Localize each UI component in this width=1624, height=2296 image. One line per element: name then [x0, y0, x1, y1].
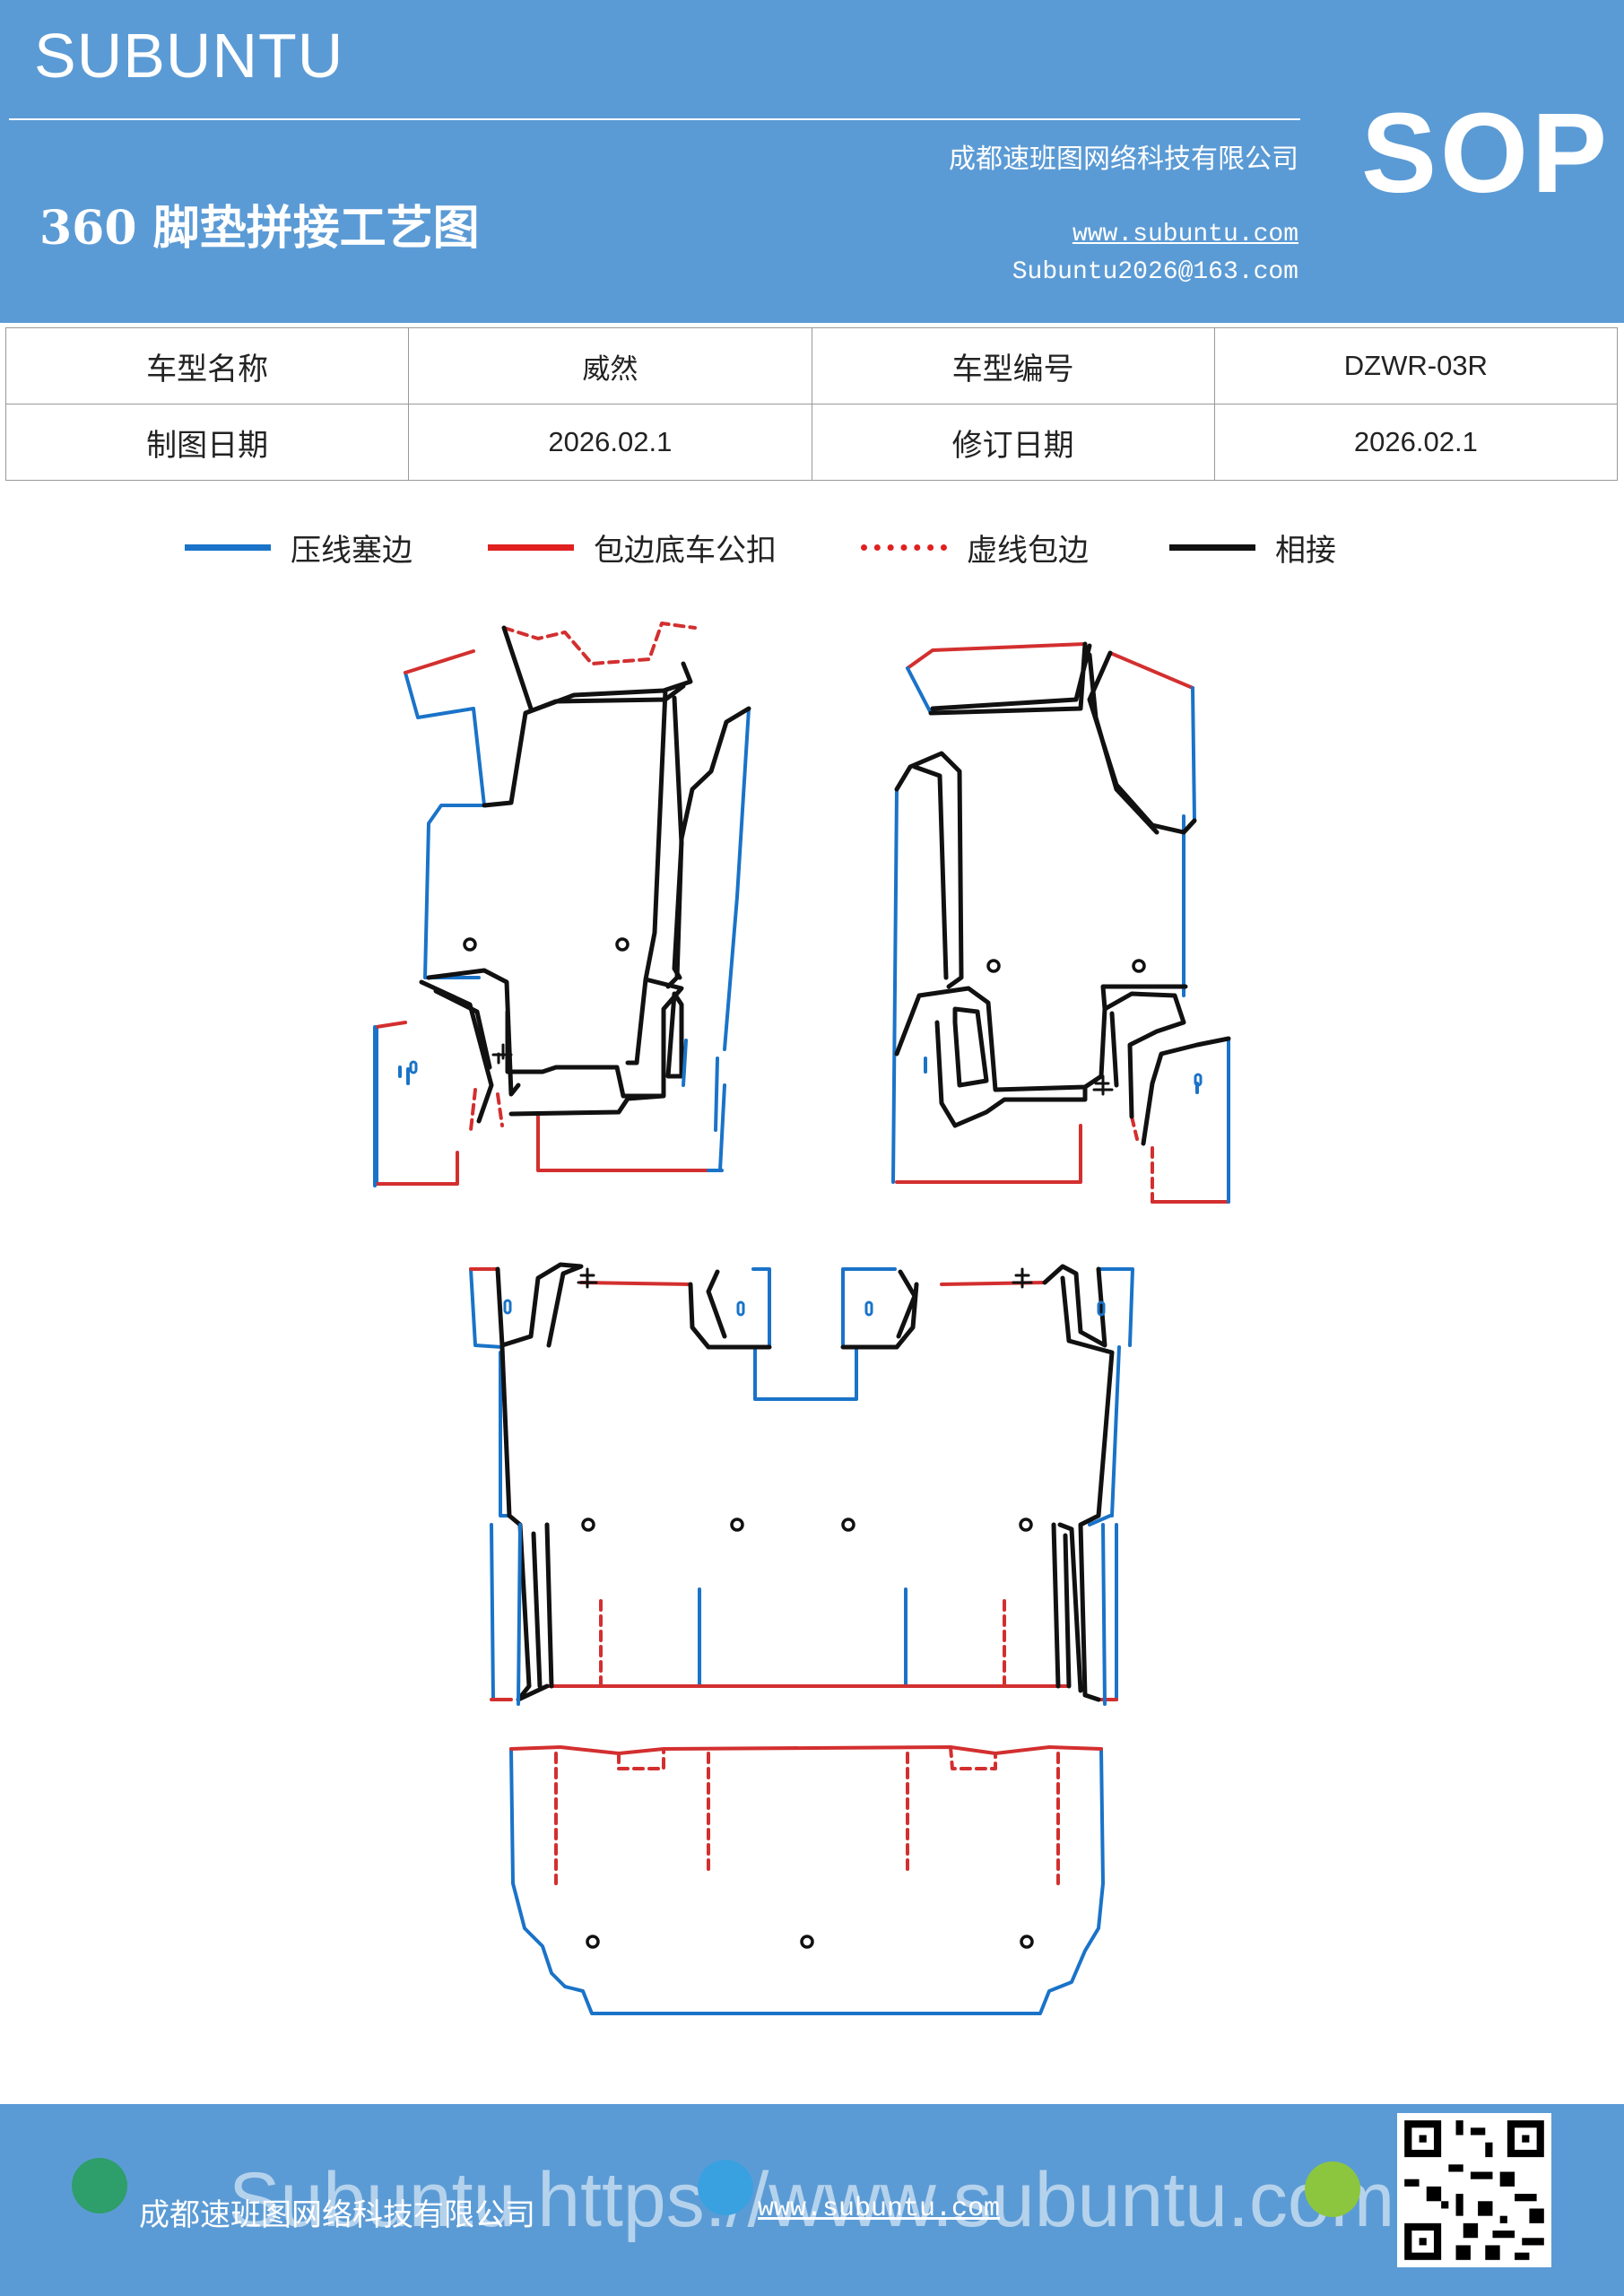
slot-marks: [409, 1060, 1203, 1317]
legend-swatch: [185, 544, 271, 551]
clip-holes: [463, 937, 1146, 1949]
legend-label: 相接: [1275, 533, 1336, 569]
legend-label: 虚线包边: [967, 533, 1089, 569]
model-code-label: 车型编号: [811, 327, 1215, 404]
front-right-mat: [891, 641, 1231, 1204]
model-code-value: DZWR-03R: [1213, 327, 1619, 404]
middle-mat: [469, 1262, 1134, 1706]
header-banner: SUBUNTU 360 脚垫拼接工艺图 成都速班图网络科技有限公司 www.su…: [0, 0, 1624, 323]
rear-mat: [509, 1745, 1105, 2015]
qr-code-icon: [1397, 2113, 1551, 2267]
revision-date-label: 修订日期: [811, 404, 1215, 481]
legend-item-black: 相接: [1169, 526, 1336, 570]
front-left-mat: [373, 622, 751, 1187]
line-legend: 压线塞边 包边底车公扣 虚线包边 相接: [0, 526, 1624, 572]
legend-swatch: [861, 544, 947, 551]
legend-item-red: 包边底车公扣: [488, 526, 777, 570]
footer-company-name: 成都速班图网络科技有限公司: [139, 2197, 535, 2233]
company-name: 成都速班图网络科技有限公司: [949, 144, 1298, 175]
sop-badge: SOP: [1361, 90, 1611, 216]
model-name-value: 威然: [408, 327, 812, 404]
legend-swatch: [488, 544, 574, 551]
legend-swatch: [1169, 544, 1255, 551]
revision-date-value: 2026.02.1: [1213, 404, 1619, 481]
legend-label: 包边底车公扣: [594, 533, 777, 569]
email-address: Subuntu2026@163.com: [1012, 258, 1298, 286]
wechat-icon: [1305, 2161, 1360, 2217]
draw-date-value: 2026.02.1: [408, 404, 812, 481]
legend-item-red-dotted: 虚线包边: [861, 526, 1089, 570]
draw-date-label: 制图日期: [4, 404, 410, 481]
building-icon: [72, 2158, 127, 2213]
website-link[interactable]: www.subuntu.com: [1072, 221, 1298, 248]
legend-item-blue: 压线塞边: [185, 526, 413, 570]
header-divider: [9, 118, 1300, 120]
model-name-label: 车型名称: [4, 327, 410, 404]
footer-banner: Subuntu https://www.subuntu.com 成都速班图网络科…: [0, 2104, 1624, 2296]
brand-logo-text: SUBUNTU: [34, 21, 344, 91]
table-row: 车型名称 威然 车型编号 DZWR-03R: [4, 327, 1619, 404]
globe-icon: [698, 2160, 753, 2215]
table-row: 制图日期 2026.02.1 修订日期 2026.02.1: [4, 404, 1619, 481]
page-title: 360 脚垫拼接工艺图: [39, 201, 480, 256]
footer-watermark: Subuntu https://www.subuntu.com: [229, 2157, 1395, 2243]
vehicle-info-table: 车型名称 威然 车型编号 DZWR-03R 制图日期 2026.02.1 修订日…: [4, 327, 1619, 481]
legend-label: 压线塞边: [291, 533, 413, 569]
footer-website-link[interactable]: www.subuntu.com: [758, 2194, 1001, 2224]
